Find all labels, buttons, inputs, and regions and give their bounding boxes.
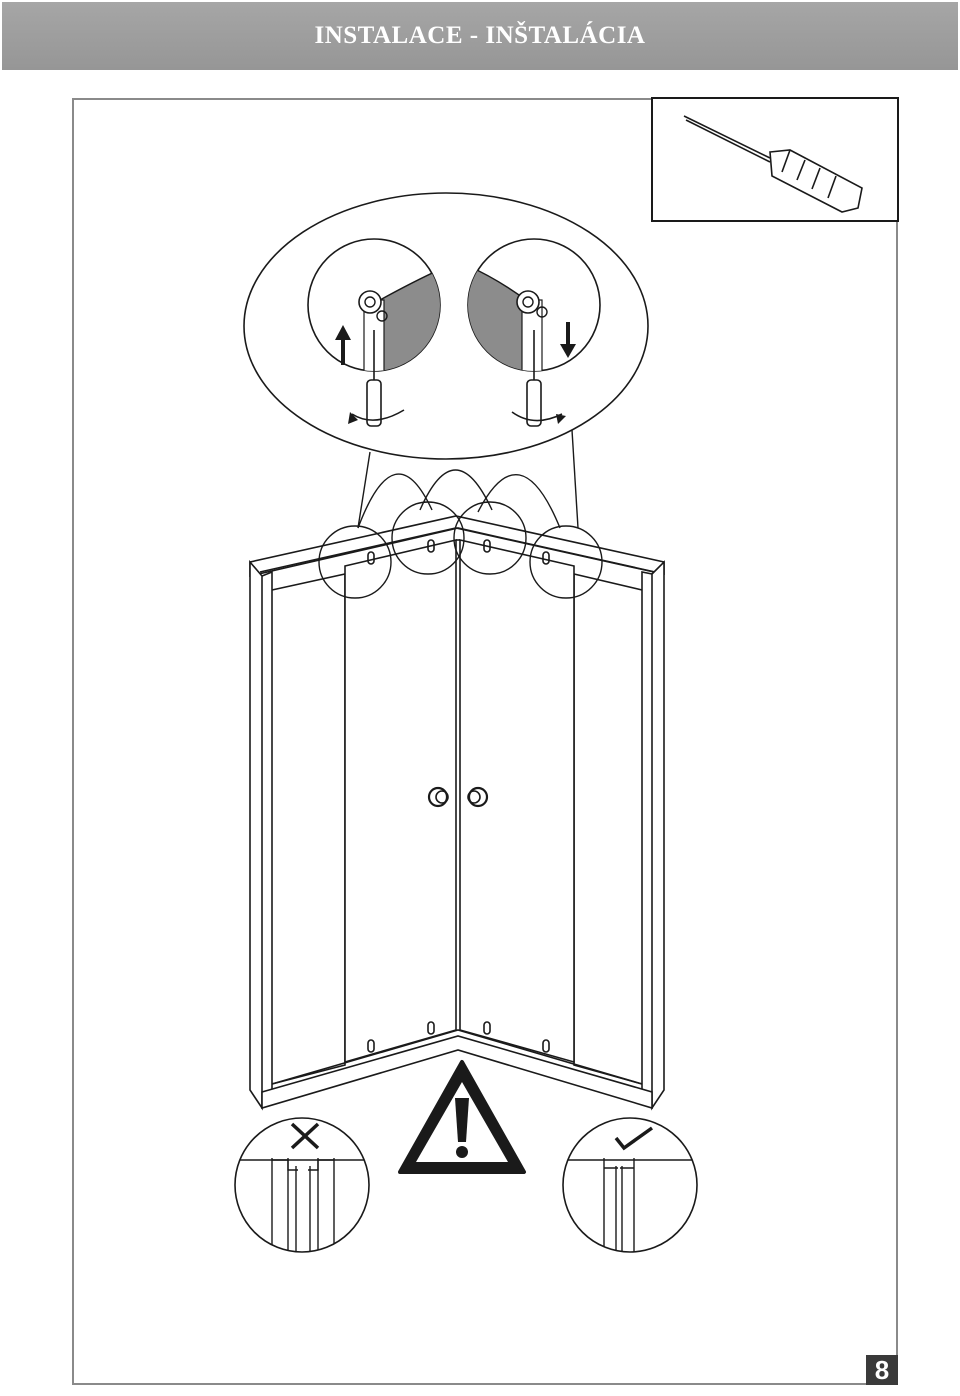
page-number: 8 — [866, 1355, 898, 1385]
illustration-frame — [72, 98, 898, 1385]
roller-circles — [318, 501, 603, 599]
detail-circle-correct — [562, 1117, 698, 1253]
check-mark-icon — [614, 1126, 654, 1151]
warning-triangle-icon — [398, 1060, 526, 1174]
page-title: INSTALACE - INŠTALÁCIA — [314, 22, 646, 49]
cross-mark-icon — [290, 1122, 320, 1150]
detail-circle-left — [307, 238, 441, 427]
arrow-up-icon — [335, 325, 351, 365]
detail-circle-right — [467, 238, 601, 427]
connector-lines — [357, 429, 579, 529]
detail-bubble — [243, 192, 649, 460]
shower-enclosure — [249, 515, 665, 1111]
arrow-down-icon — [560, 322, 576, 358]
page-header: INSTALACE - INŠTALÁCIA — [2, 2, 958, 70]
screwdriver-icon — [683, 115, 863, 213]
detail-circle-wrong — [234, 1117, 370, 1253]
tool-box — [651, 97, 899, 222]
